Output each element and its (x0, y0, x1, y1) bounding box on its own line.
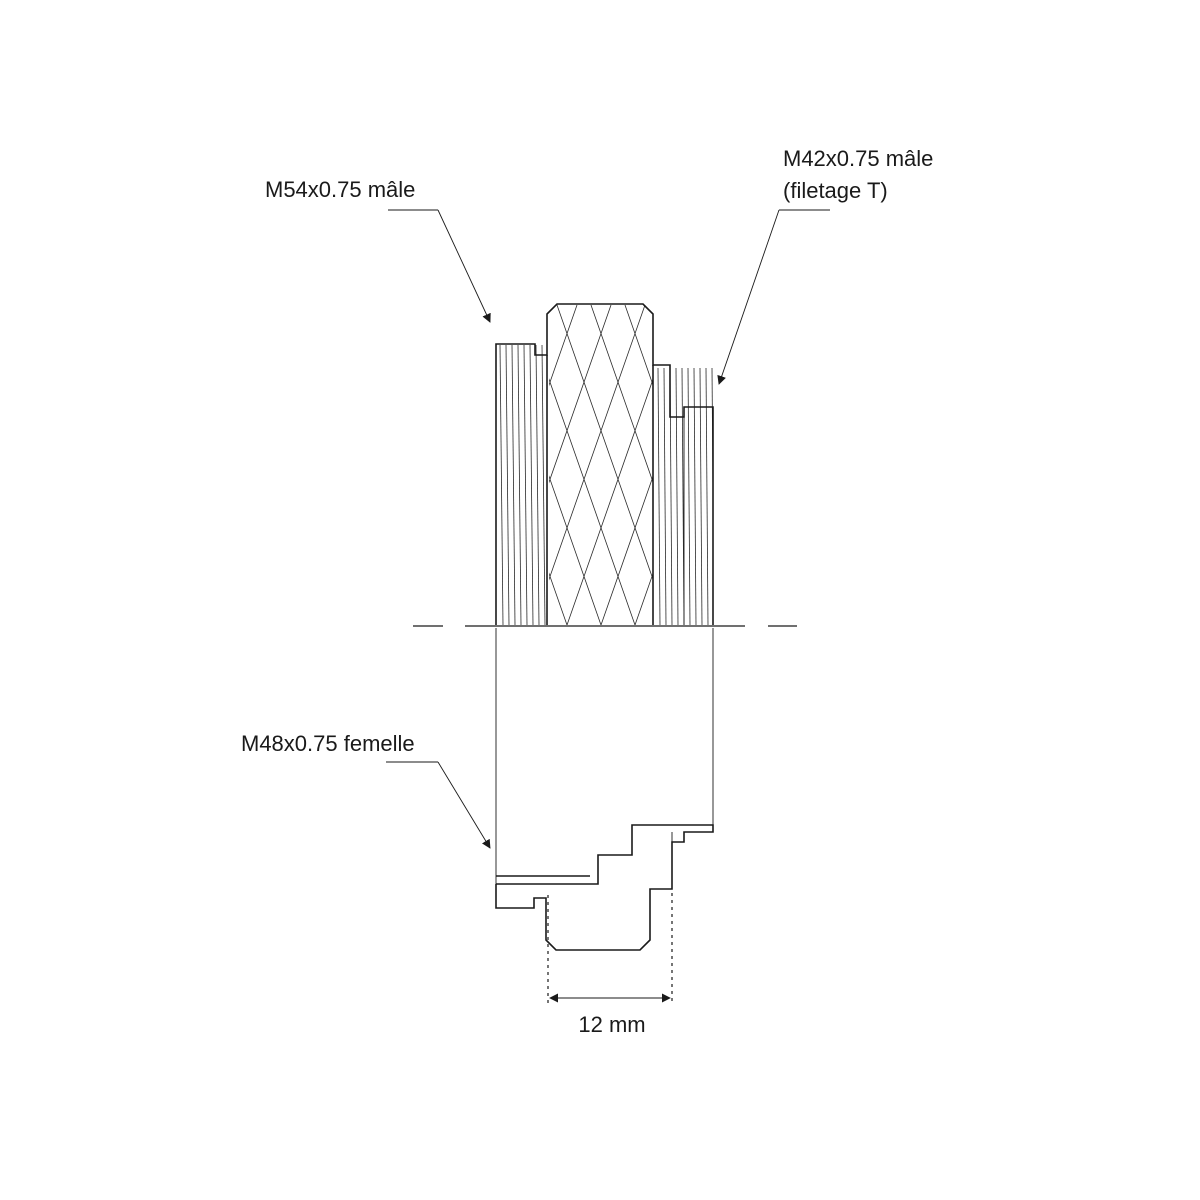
hatch-line (657, 368, 661, 625)
hatch-line (549, 305, 612, 484)
label-m48: M48x0.75 femelle (241, 731, 415, 756)
hatch-line (149, 305, 261, 625)
hatch-line (897, 305, 1009, 625)
center-core-hatch (57, 305, 1145, 625)
hatch-line (941, 305, 1053, 625)
hatch-line (517, 345, 522, 625)
hatch-line (159, 305, 271, 625)
label-m42-line2: (filetage T) (783, 178, 888, 203)
hatch-line (549, 475, 602, 625)
hatch-line (737, 305, 849, 625)
hatch-line (556, 305, 653, 581)
hatch-line (566, 378, 653, 625)
hatch-line (511, 345, 516, 625)
upper-section (57, 303, 1145, 625)
hatch-line (761, 305, 873, 625)
hatch-line (727, 305, 839, 625)
label-m42-line1: M42x0.75 mâle (783, 146, 933, 171)
hatch-line (125, 305, 237, 625)
hatch-line (663, 368, 667, 625)
hatch-line (549, 305, 578, 387)
hatch-line (523, 345, 528, 625)
hatch-line (329, 305, 441, 625)
leader-m48: M48x0.75 femelle (241, 731, 491, 849)
hatch-line (805, 305, 917, 625)
hatch-line (907, 305, 1019, 625)
dimension-label: 12 mm (578, 1012, 645, 1037)
lower-section (495, 628, 714, 951)
hatch-line (693, 305, 805, 625)
right-ring-hatch (657, 368, 713, 625)
hatch-line (421, 305, 533, 625)
hatch-line (624, 305, 653, 387)
hatch-line (397, 305, 509, 625)
hatch-line (541, 345, 546, 625)
hatch-line (873, 305, 985, 625)
hatch-line (499, 345, 504, 625)
lower-profile-outline (495, 824, 714, 951)
hatch-line (703, 305, 815, 625)
label-m54: M54x0.75 mâle (265, 177, 415, 202)
hatch-line (863, 305, 975, 625)
hatch-line (829, 305, 941, 625)
hatch-line (999, 305, 1111, 625)
leader-m42: M42x0.75 mâle (filetage T) (717, 146, 933, 385)
hatch-line (965, 305, 1077, 625)
hatch-line (669, 305, 781, 625)
left-ring-hatch (499, 345, 546, 625)
hatch-line (295, 305, 407, 625)
hatch-line (387, 305, 499, 625)
hatch-line (363, 305, 475, 625)
hatch-line (91, 305, 203, 625)
hatch-line (931, 305, 1043, 625)
hatch-line (549, 378, 636, 625)
hatch-line (693, 368, 697, 625)
hatch-line (227, 305, 339, 625)
hatch-line (505, 345, 510, 625)
hatch-line (251, 305, 363, 625)
upper-profile-outline (495, 303, 714, 625)
hatch-line (659, 305, 771, 625)
hatch-line (600, 475, 653, 625)
hatch-line (771, 305, 883, 625)
hatch-line (261, 305, 373, 625)
hatch-line (319, 305, 431, 625)
hatch-line (687, 368, 691, 625)
hatch-line (705, 368, 709, 625)
hatch-line (183, 305, 295, 625)
hatch-line (590, 305, 653, 484)
hatch-line (1033, 305, 1145, 625)
hatch-line (529, 345, 534, 625)
leader-m54: M54x0.75 mâle (265, 177, 491, 323)
hatch-line (549, 305, 646, 581)
hatch-line (217, 305, 329, 625)
hatch-line (699, 368, 703, 625)
hatch-line (193, 305, 305, 625)
hatch-line (795, 305, 907, 625)
hatch-line (353, 305, 465, 625)
hatch-line (535, 345, 540, 625)
hatch-line (285, 305, 397, 625)
hatch-line (57, 305, 169, 625)
dimension-12mm: 12 mm (547, 893, 673, 1037)
hatch-line (839, 305, 951, 625)
hatch-line (675, 368, 679, 625)
